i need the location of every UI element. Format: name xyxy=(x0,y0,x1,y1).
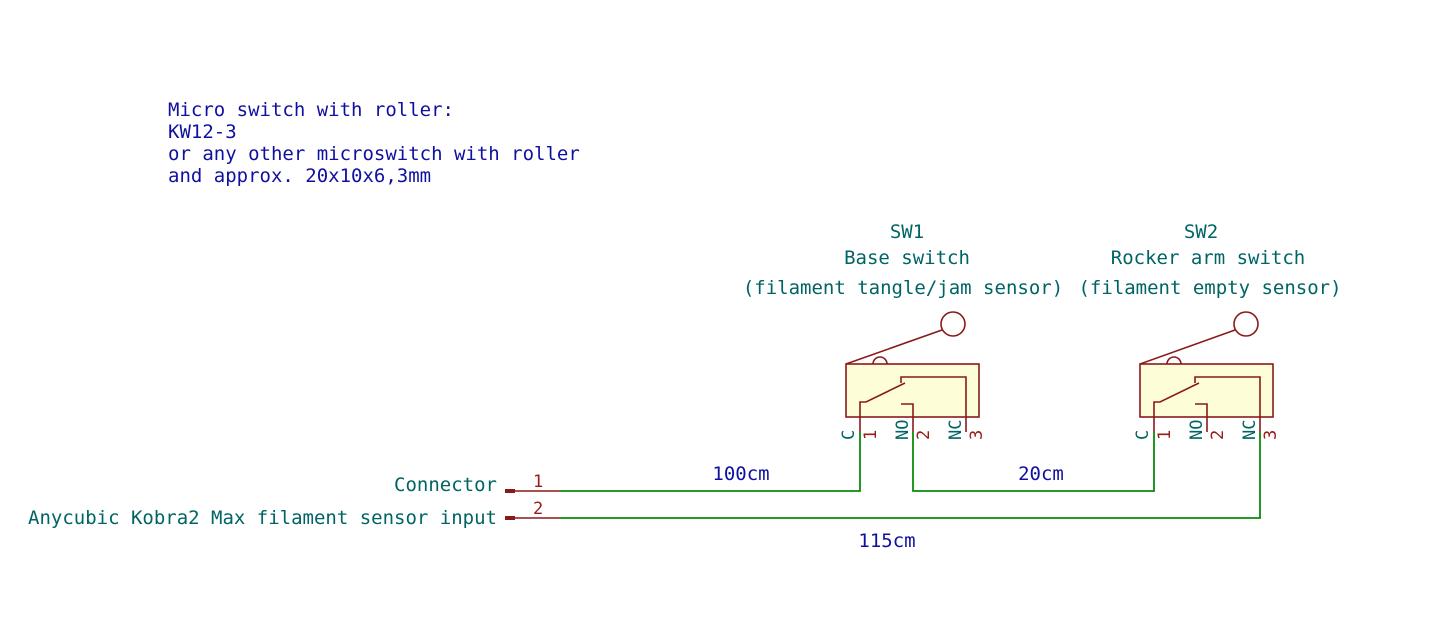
sw1-roller xyxy=(940,311,966,337)
sw2-pin3-name: NC xyxy=(1240,420,1260,440)
wires: 100cm 20cm 115cm xyxy=(560,432,1261,552)
note-line-1: Micro switch with roller: xyxy=(168,99,454,121)
sw2-name: Rocker arm switch xyxy=(1111,247,1305,269)
sw1-pin1-name: C xyxy=(839,430,859,440)
wire-length-3: 115cm xyxy=(858,530,915,552)
note-block: Micro switch with roller: KW12-3 or any … xyxy=(168,99,580,187)
sw2-contact-no xyxy=(1195,403,1208,432)
sw1-pin2-num: 2 xyxy=(914,430,934,440)
connector-pin1-num: 1 xyxy=(533,472,543,492)
sw2-lever xyxy=(1139,329,1236,365)
sw1-contact-no xyxy=(901,403,914,432)
sw2-pin1-num: 1 xyxy=(1155,430,1175,440)
sw2-reference: SW2 xyxy=(1184,221,1218,243)
sw2-contact-common xyxy=(1153,382,1200,432)
sw1-reference: SW1 xyxy=(890,221,924,243)
wire-length-2: 20cm xyxy=(1018,463,1064,485)
wire-115cm[interactable] xyxy=(560,432,1261,519)
sw2-description: (filament empty sensor) xyxy=(1078,277,1341,299)
sw2-pin2-num: 2 xyxy=(1208,430,1228,440)
sw1-name: Base switch xyxy=(844,247,970,269)
sw2-roller xyxy=(1233,311,1259,337)
sw1-pin2-name: NO xyxy=(893,420,913,440)
sw1-pin1-num: 1 xyxy=(861,430,881,440)
connector-pin1-marker xyxy=(505,489,515,493)
sw1-pin3-num: 3 xyxy=(967,430,987,440)
sw2-pin1-name: C xyxy=(1133,430,1153,440)
sw1-contact-common xyxy=(859,382,906,432)
switch-sw2[interactable]: SW2 Rocker arm switch (filament empty se… xyxy=(1078,221,1341,440)
connector-pin2-num: 2 xyxy=(533,499,543,519)
connector-pin2-marker xyxy=(505,516,515,520)
sw1-description: (filament tangle/jam sensor) xyxy=(743,277,1063,299)
note-line-2: KW12-3 xyxy=(168,121,237,143)
note-line-4: and approx. 20x10x6,3mm xyxy=(168,165,431,187)
sw2-pin3-num: 3 xyxy=(1261,430,1281,440)
sw1-contact-nc xyxy=(900,376,967,432)
wire-length-1: 100cm xyxy=(712,463,769,485)
sw1-lever xyxy=(845,329,943,365)
connector-description: Anycubic Kobra2 Max filament sensor inpu… xyxy=(28,507,497,529)
wire-20cm[interactable] xyxy=(912,432,1155,492)
note-line-3: or any other microswitch with roller xyxy=(168,143,580,165)
sw2-pivot xyxy=(1166,356,1182,365)
sw1-pivot xyxy=(872,356,888,365)
sw2-contact-nc xyxy=(1194,376,1261,432)
sw1-pin3-name: NC xyxy=(946,420,966,440)
connector[interactable]: Connector Anycubic Kobra2 Max filament s… xyxy=(28,472,560,529)
sw2-pin2-name: NO xyxy=(1187,420,1207,440)
switch-sw1[interactable]: SW1 Base switch (filament tangle/jam sen… xyxy=(743,221,1063,440)
wire-100cm[interactable] xyxy=(560,432,861,492)
connector-label: Connector xyxy=(394,474,497,496)
